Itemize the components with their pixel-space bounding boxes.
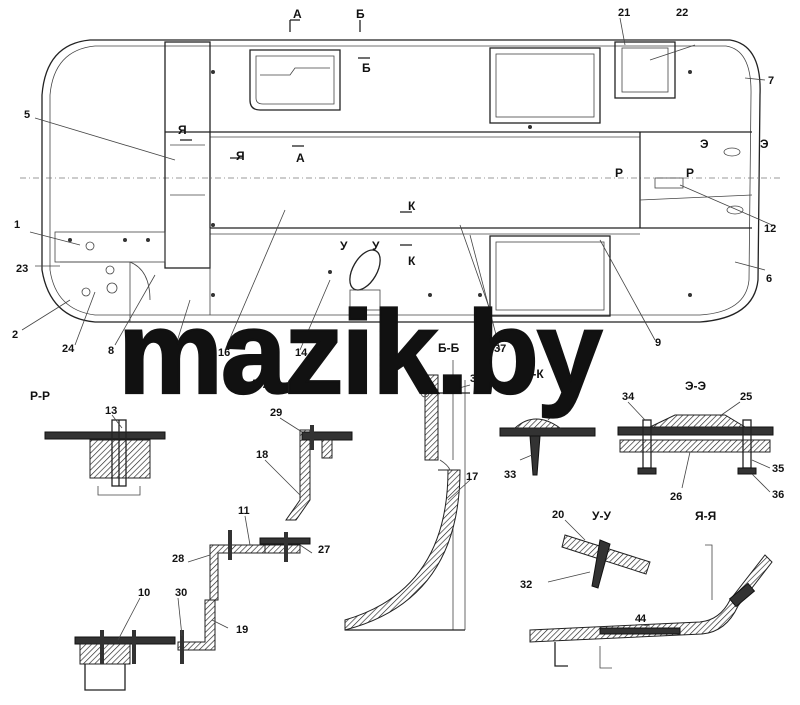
section-mark-u-2: У	[372, 239, 380, 253]
callout-6: 6	[766, 273, 772, 285]
callout-36: 36	[772, 489, 784, 501]
section-uu-title: У-У	[592, 509, 611, 523]
section-kk-title: К-К	[525, 367, 544, 381]
callout-37: 37	[562, 397, 574, 409]
callout-28: 28	[172, 553, 184, 565]
section-mark-ya-1: Я	[178, 123, 187, 137]
section-markers: А Б Б Я Я А К К У У Р Р Э Э	[178, 7, 769, 268]
section-bb: Б-Б 31 17	[344, 341, 482, 631]
callout-5: 5	[24, 109, 30, 121]
callout-12: 12	[764, 223, 776, 235]
section-kk: К-К 37 33	[499, 367, 596, 481]
callout-7: 7	[768, 75, 774, 87]
section-mark-r-1: Р	[615, 166, 623, 180]
callout-23: 23	[16, 263, 28, 275]
callout-17: 17	[466, 471, 478, 483]
callout-29: 29	[270, 407, 282, 419]
section-mark-b-low: Б	[362, 61, 371, 75]
callout-4: 4	[640, 613, 647, 625]
callout-16: 16	[218, 347, 230, 359]
section-mark-u-1: У	[340, 239, 348, 253]
watermark-logo: mazik.by	[118, 287, 602, 419]
callout-22: 22	[676, 7, 688, 19]
section-mark-k-2: К	[408, 254, 416, 268]
fastener-points	[68, 70, 692, 297]
callout-37-plan: 37	[494, 343, 506, 355]
section-mark-a-mid: А	[296, 151, 305, 165]
callout-10: 10	[138, 587, 150, 599]
section-mark-k-1: К	[408, 199, 416, 213]
callout-21: 21	[618, 7, 630, 19]
callout-9: 9	[655, 337, 661, 349]
callout-3: 3	[165, 347, 171, 359]
section-pp: Р-Р 13	[30, 389, 166, 496]
floor-plan: А Б Б Я Я А К К У У Р Р Э Э	[12, 7, 780, 625]
leader-lines	[21, 17, 773, 351]
section-pp-title: Р-Р	[30, 389, 50, 403]
callout-1: 1	[14, 219, 20, 231]
callout-30: 30	[175, 587, 187, 599]
section-aa: А-А 29 18 11 27 28 10 30	[74, 377, 353, 691]
section-mark-e-2: Э	[760, 137, 769, 151]
section-mark-a-top: А	[293, 7, 302, 21]
callout-2: 2	[12, 329, 18, 341]
callout-4-section: 4	[635, 613, 642, 625]
section-yaya-title: Я-Я	[695, 509, 716, 523]
callout-20: 20	[552, 509, 564, 521]
section-aa-title: А-А	[250, 377, 272, 391]
section-mark-b-top: Б	[356, 7, 365, 21]
callout-35: 35	[772, 463, 784, 475]
callout-14: 14	[295, 347, 308, 359]
callout-13: 13	[105, 405, 117, 417]
callout-24: 24	[62, 343, 75, 355]
section-mark-ya-2: Я	[236, 149, 245, 163]
callout-19: 19	[236, 624, 248, 636]
section-ee-title: Э-Э	[685, 379, 707, 393]
section-bb-title: Б-Б	[438, 341, 460, 355]
callout-33: 33	[504, 469, 516, 481]
section-ee: Э-Э 34 25 26 35 36	[617, 379, 784, 503]
callout-34: 34	[622, 391, 635, 403]
section-mark-e-1: Э	[700, 137, 709, 151]
callout-31: 31	[470, 373, 482, 385]
callout-32: 32	[520, 579, 532, 591]
section-uu: У-У 20 32	[520, 509, 651, 591]
callout-25: 25	[740, 391, 752, 403]
callout-8: 8	[108, 345, 114, 357]
body-outline	[41, 39, 761, 323]
section-yaya: Я-Я 4	[529, 509, 773, 669]
callout-26: 26	[670, 491, 682, 503]
section-mark-r-2: Р	[686, 166, 694, 180]
callout-18: 18	[256, 449, 268, 461]
callout-27: 27	[318, 544, 330, 556]
callout-11: 11	[238, 505, 250, 517]
